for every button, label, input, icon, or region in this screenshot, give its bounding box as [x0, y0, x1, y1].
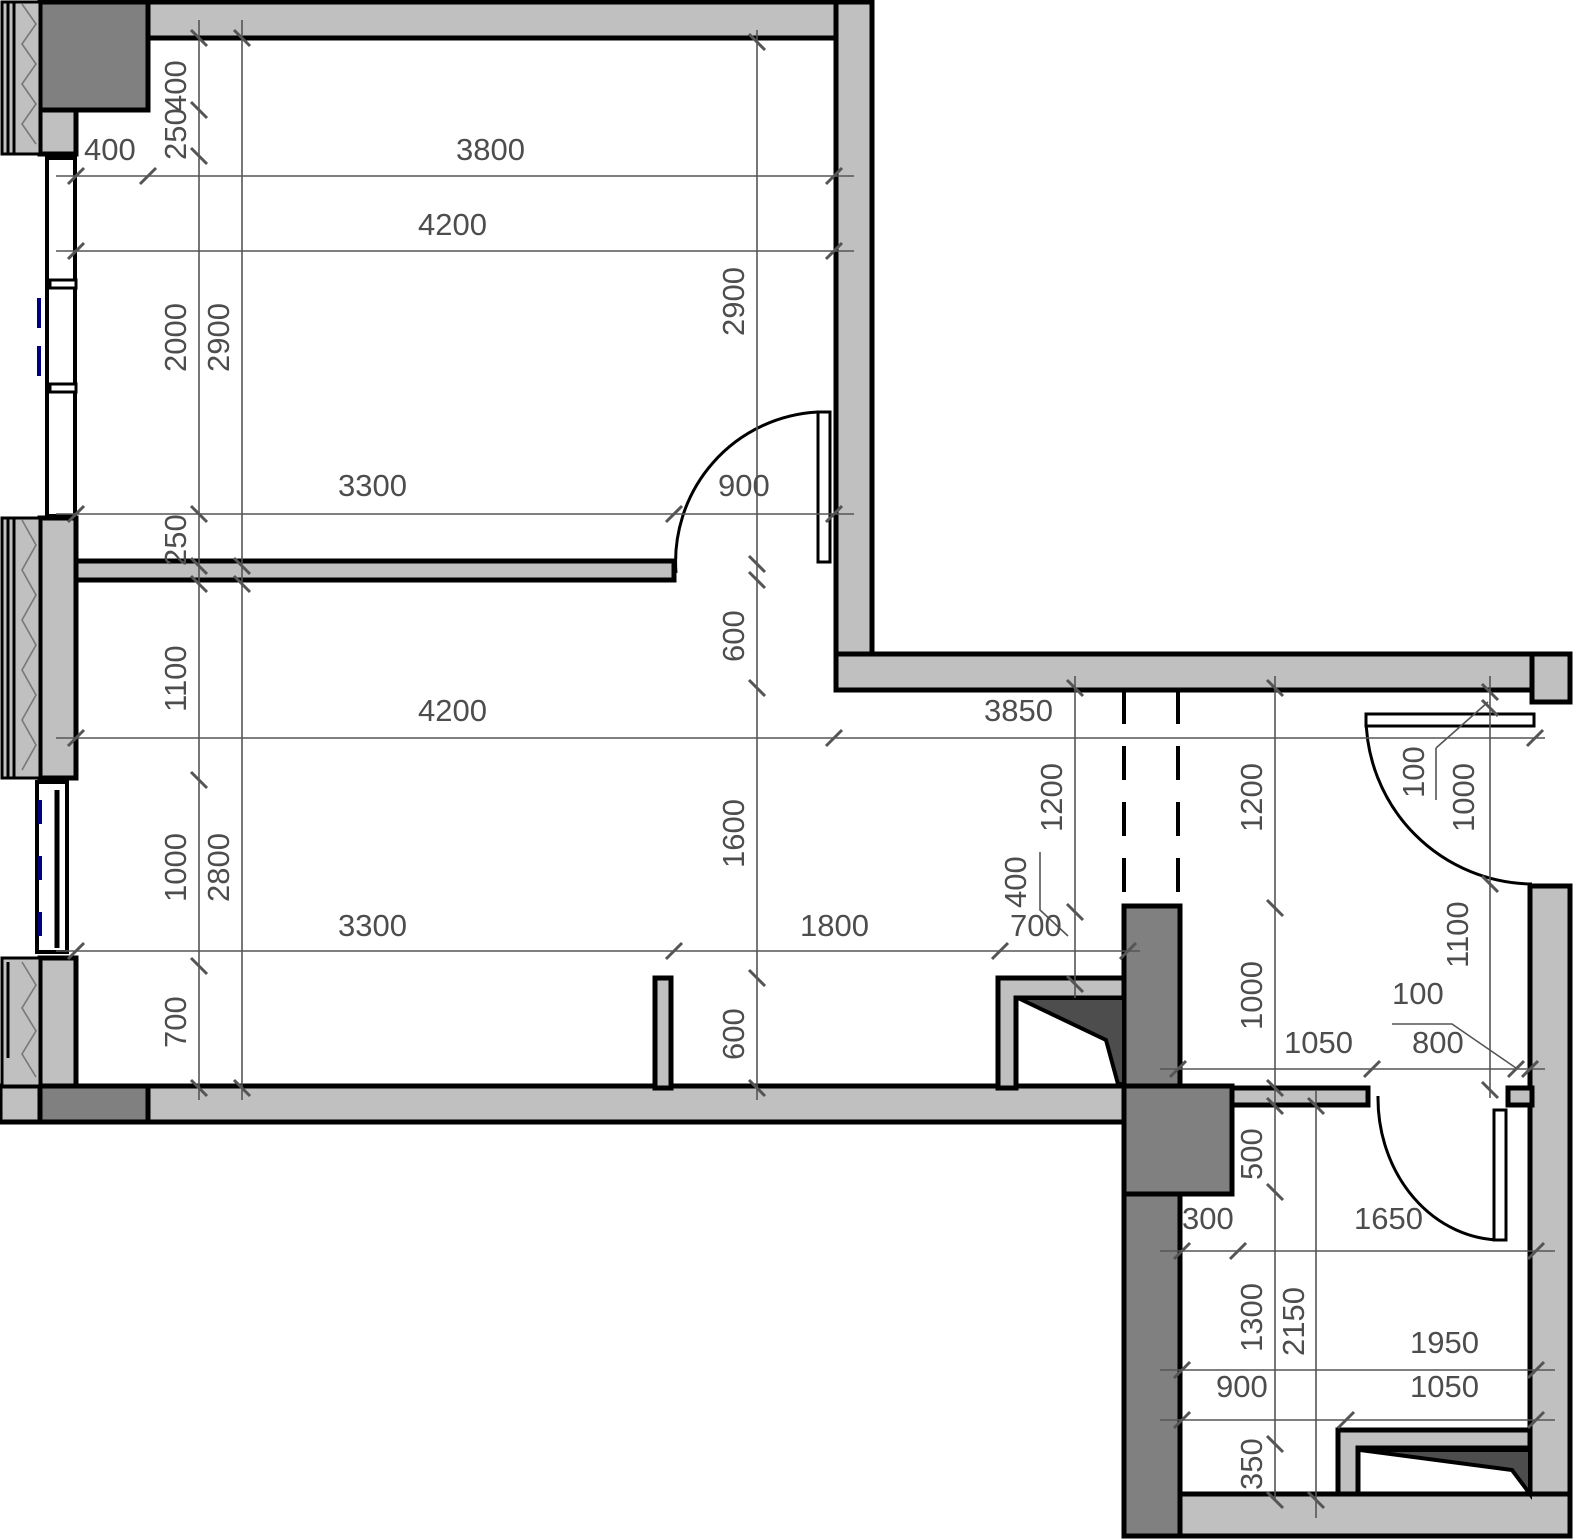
wall-left-pier-3	[37, 955, 79, 1089]
dim-bath-1300: 1300	[1234, 1283, 1269, 1352]
dim-bath-1950: 1950	[1410, 1325, 1479, 1360]
wall-bath-fixture	[1335, 1427, 1533, 1497]
door-leaf-entry	[1364, 712, 1536, 728]
dimension-ticks	[66, 28, 1546, 1510]
dim-left-2900: 2900	[201, 303, 236, 372]
door-swing-room1	[674, 410, 819, 574]
door-swing-bath	[1376, 1095, 1503, 1242]
doors	[674, 410, 1536, 1242]
dim-bath-350: 350	[1234, 1438, 1269, 1490]
wall-top	[145, 0, 875, 41]
dim-hall-1200: 1200	[1234, 763, 1269, 832]
dim-bath-900: 900	[1216, 1369, 1268, 1404]
facade-insulation	[0, 0, 42, 1088]
dim-room1-3800: 3800	[456, 132, 525, 167]
dim-hall-100-lower: 100	[1392, 976, 1444, 1011]
fixtures	[1017, 996, 1532, 1500]
column-shaft-lower	[1121, 1191, 1183, 1539]
dim-living-1800: 1800	[800, 908, 869, 943]
wall-bath-bottom	[1177, 1491, 1573, 1539]
wall-room1-right	[833, 0, 875, 693]
dim-left-1000: 1000	[158, 833, 193, 902]
column-bottom-left	[37, 1083, 151, 1125]
dim-living-3300: 3300	[338, 908, 407, 943]
wall-bottom	[145, 1083, 1127, 1125]
dim-bath-1650: 1650	[1354, 1201, 1423, 1236]
dim-corridor-1200: 1200	[1034, 763, 1069, 832]
dim-room1-3300: 3300	[338, 468, 407, 503]
dim-entry-door-100: 100	[1396, 746, 1431, 798]
dim-bath-300: 300	[1182, 1201, 1234, 1236]
wall-right-stub	[1529, 651, 1573, 705]
wall-left-pier-1	[37, 107, 79, 157]
dimension-lines	[56, 20, 1555, 1518]
dim-bath-1050: 1050	[1410, 1369, 1479, 1404]
dim-living-700: 700	[1010, 908, 1062, 943]
bath-fixture	[1359, 1448, 1532, 1500]
dim-corridor-3850: 3850	[984, 693, 1053, 728]
column-shaft	[1121, 1083, 1235, 1197]
door-swing-entry	[1364, 715, 1533, 886]
dim-room1-door-900: 900	[718, 468, 770, 503]
dimension-labels: 400 250 2000 2900 250 1100 1000 2800 700…	[84, 60, 1481, 1490]
dim-left-2800: 2800	[201, 833, 236, 902]
wall-stub	[652, 975, 674, 1091]
wall-partition	[73, 558, 677, 583]
dim-left-700: 700	[158, 996, 193, 1048]
wall-opening	[1122, 690, 1180, 906]
dim-left-250-mid: 250	[158, 514, 193, 566]
dim-corridor-4200: 4200	[418, 693, 487, 728]
dim-hall-1000: 1000	[1234, 961, 1269, 1030]
dim-hall-1050: 1050	[1284, 1025, 1353, 1060]
wall-hall-partition-right	[1505, 1085, 1535, 1108]
column-shaft-upper	[1121, 903, 1183, 1091]
dim-corridor-400: 400	[998, 856, 1033, 908]
wall-hall-partition	[1229, 1085, 1371, 1108]
dim-entry-door-1000: 1000	[1446, 763, 1481, 832]
dim-corridor-600-lower: 600	[716, 1008, 751, 1060]
window-room1	[45, 156, 77, 518]
dim-room1-4200: 4200	[418, 207, 487, 242]
dim-left-1100: 1100	[158, 645, 193, 712]
kitchen-fixture	[1017, 996, 1126, 1086]
wall-bottom-left	[0, 1083, 43, 1125]
dim-corridor-1600: 1600	[716, 799, 751, 868]
dim-bath-2150: 2150	[1276, 1287, 1311, 1356]
dim-hall-800: 800	[1412, 1025, 1464, 1060]
dim-left-400: 400	[158, 60, 193, 112]
dim-bath-500: 500	[1234, 1128, 1269, 1180]
dim-corridor-600-upper: 600	[716, 610, 751, 662]
dim-left-2000: 2000	[158, 303, 193, 372]
wall-corridor-top	[833, 651, 1535, 693]
wall-left-pier-2	[37, 515, 79, 781]
dim-window-offset-400: 400	[84, 132, 136, 167]
dim-room1-2900: 2900	[716, 267, 751, 336]
wall-right	[1527, 883, 1573, 1539]
door-leaf-bath	[1492, 1108, 1508, 1242]
door-leaf-room1	[816, 410, 832, 564]
windows	[35, 156, 78, 954]
dim-hall-1100: 1100	[1440, 901, 1475, 968]
dim-left-250-top: 250	[158, 108, 193, 160]
column-top-left	[37, 0, 151, 113]
